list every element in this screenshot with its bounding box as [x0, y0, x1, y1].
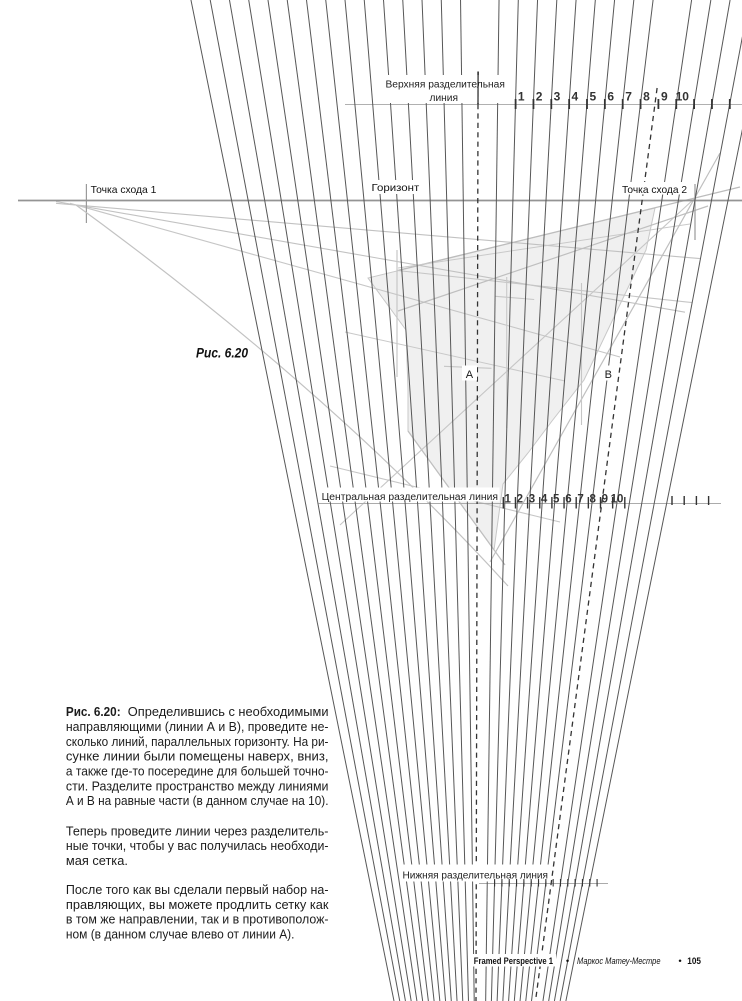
svg-text:сунке линии были помещены наве: сунке линии были помещены наверх, вниз, — [66, 749, 329, 764]
svg-text:а также где-то посередине для: а также где-то посередине для большей то… — [66, 764, 329, 779]
svg-text:правляющих, вы можете продлить: правляющих, вы можете продлить сетку как — [66, 897, 329, 912]
svg-text:В: В — [605, 369, 612, 381]
svg-text:7: 7 — [577, 494, 583, 506]
svg-text:3: 3 — [554, 90, 561, 104]
svg-text:Теперь проведите линии через р: Теперь проведите линии через разделитель… — [66, 823, 329, 838]
svg-text:мая сетка.: мая сетка. — [66, 853, 128, 868]
svg-text:ные точки, чтобы у вас получил: ные точки, чтобы у вас получилась необхо… — [66, 838, 329, 853]
svg-text:8: 8 — [643, 90, 650, 104]
svg-text:2: 2 — [517, 494, 523, 506]
svg-text:1: 1 — [504, 494, 511, 506]
svg-text:•: • — [566, 956, 569, 967]
svg-text:Определившись с необходимыми: Определившись с необходимыми — [128, 704, 329, 719]
svg-text:105: 105 — [687, 956, 701, 967]
svg-text:Горизонт: Горизонт — [372, 182, 420, 194]
svg-text:сколько линий, параллельных го: сколько линий, параллельных горизонту. Н… — [66, 734, 329, 749]
svg-text:ном (в данном случае влево от: ном (в данном случае влево от линии А). — [66, 927, 295, 942]
svg-text:2: 2 — [536, 90, 543, 104]
svg-text:3: 3 — [529, 494, 535, 506]
svg-text:10: 10 — [676, 90, 690, 104]
svg-text:Нижняя разделительная линия: Нижняя разделительная линия — [403, 870, 549, 881]
svg-text:Точка схода 2: Точка схода 2 — [622, 184, 687, 196]
svg-text:Рис. 6.20:: Рис. 6.20: — [66, 704, 121, 719]
svg-text:После того как вы сделали перв: После того как вы сделали первый набор н… — [66, 882, 329, 897]
svg-text:6: 6 — [607, 90, 614, 104]
svg-text:линия: линия — [430, 93, 459, 104]
svg-text:Framed Perspective 1: Framed Perspective 1 — [474, 956, 554, 967]
svg-text:Верхняя разделительная: Верхняя разделительная — [386, 80, 505, 91]
svg-text:9: 9 — [661, 90, 668, 104]
svg-text:7: 7 — [625, 90, 632, 104]
svg-text:Точка схода 1: Точка схода 1 — [91, 184, 157, 196]
svg-text:А и В на равные части (в данно: А и В на равные части (в данном случае н… — [66, 793, 329, 808]
svg-text:•: • — [678, 956, 681, 967]
svg-text:сти. Разделите пространство ме: сти. Разделите пространство между линиям… — [66, 778, 329, 793]
svg-text:6: 6 — [565, 494, 571, 506]
svg-text:Центральная разделительная лин: Центральная разделительная линия — [322, 492, 498, 503]
svg-text:5: 5 — [589, 90, 596, 104]
svg-text:Маркос Матеу-Местре: Маркос Матеу-Местре — [577, 956, 661, 967]
svg-text:8: 8 — [589, 494, 596, 506]
svg-text:Рис. 6.20: Рис. 6.20 — [196, 346, 248, 361]
svg-text:10: 10 — [611, 494, 624, 506]
svg-text:в том же направлении, так и в: в том же направлении, так и в противопол… — [66, 912, 329, 927]
svg-text:9: 9 — [602, 494, 608, 506]
svg-text:А: А — [466, 369, 474, 381]
svg-text:4: 4 — [541, 494, 548, 506]
svg-text:направляющими (линии А и В), п: направляющими (линии А и В), проведите н… — [66, 719, 329, 734]
svg-text:1: 1 — [518, 90, 525, 104]
svg-text:4: 4 — [572, 90, 579, 104]
svg-text:5: 5 — [553, 494, 560, 506]
